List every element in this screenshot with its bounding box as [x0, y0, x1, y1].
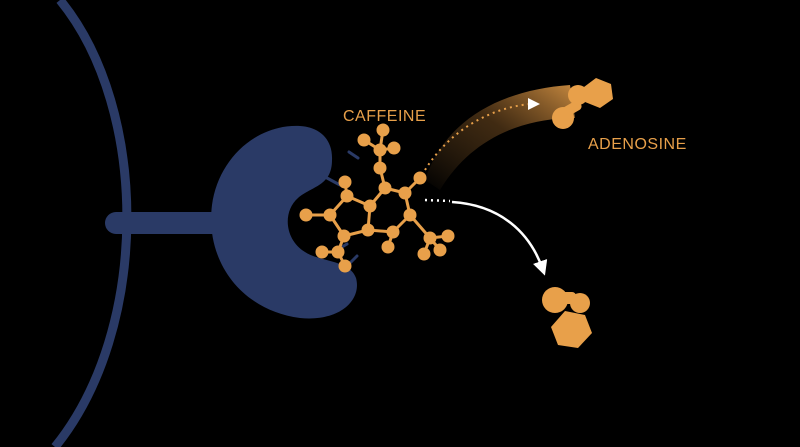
adenosine-molecule-leaving: [552, 78, 613, 129]
binding-dashes: [325, 150, 360, 266]
adenosine-molecule-displaced: [542, 287, 592, 348]
displacement-arrow: [451, 200, 548, 276]
adenosine-label: ADENOSINE: [588, 136, 687, 153]
dotted-path-start: [424, 198, 451, 203]
arrow-head-upper: [528, 98, 540, 110]
adenosine-motion-trail: [425, 85, 575, 190]
adenosine-receptor: [211, 125, 357, 319]
receptor-stalk: [105, 212, 225, 234]
caffeine-label: CAFFEINE: [343, 108, 427, 125]
caffeine-molecule: [299, 123, 455, 273]
dotted-path-to-adenosine: [424, 103, 531, 171]
